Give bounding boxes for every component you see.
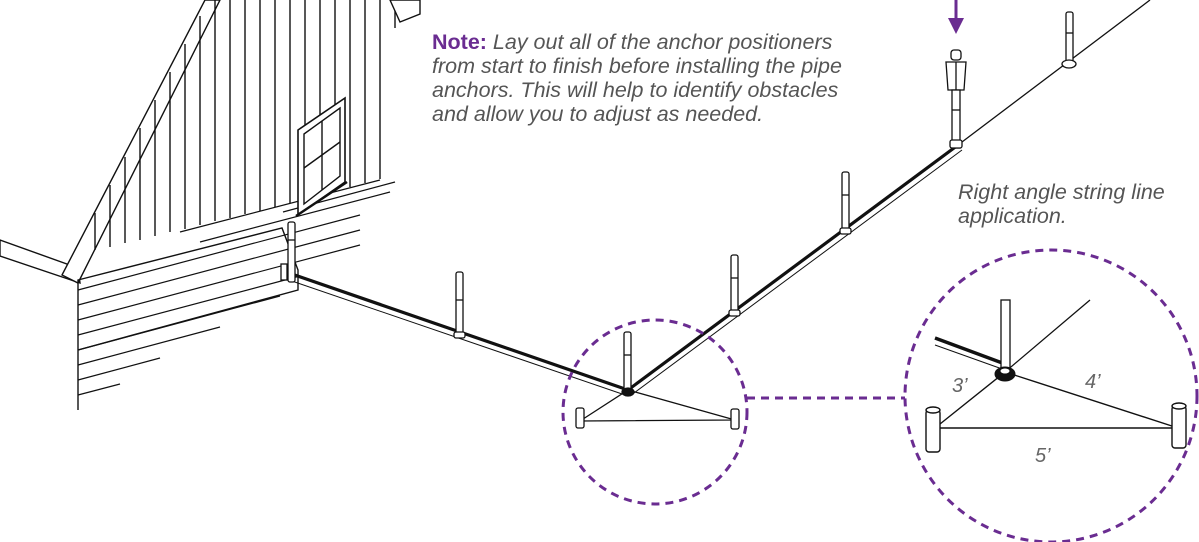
pipe-anchor-icon [1061, 11, 1077, 69]
detail-enlarged [925, 299, 1187, 453]
anchor-positioner-icon [945, 49, 967, 149]
detail-triangle [933, 371, 1179, 429]
pipe-anchors [280, 11, 1077, 430]
measure-3ft: 3’ [952, 375, 968, 397]
pipe-anchor-icon [453, 271, 466, 339]
zoom-circle-small [561, 318, 749, 506]
gable-edge [61, 0, 221, 284]
arrow-down-icon [948, 0, 964, 34]
pipe-anchor-icon [728, 254, 741, 317]
zoom-circle-large [903, 248, 1199, 542]
note-text: Lay out all of the anchor positioners fr… [432, 30, 842, 126]
pipe-anchor-icon [280, 221, 296, 283]
roof-fascia [0, 239, 81, 285]
detail-callout [561, 248, 1199, 542]
stake-icon [925, 406, 941, 453]
window [295, 96, 348, 218]
note-label: Note: [432, 30, 487, 54]
house [0, 0, 421, 410]
stake-icon [575, 407, 585, 429]
string-line-run [627, 143, 959, 392]
house-wall [77, 227, 299, 410]
stake-icon [1171, 402, 1187, 449]
measure-5ft: 5’ [1035, 445, 1051, 467]
measure-4ft: 4’ [1085, 371, 1101, 393]
pipe-anchor-icon [621, 331, 635, 397]
pipe-anchor-icon [839, 171, 852, 235]
eave-trim [389, 0, 421, 23]
installation-note: Note: Lay out all of the anchor position… [432, 30, 852, 126]
stake-icon [730, 408, 740, 430]
right-angle-string [579, 389, 736, 422]
lap-siding [77, 214, 361, 396]
detail-caption: Right angle string line application. [958, 180, 1165, 228]
